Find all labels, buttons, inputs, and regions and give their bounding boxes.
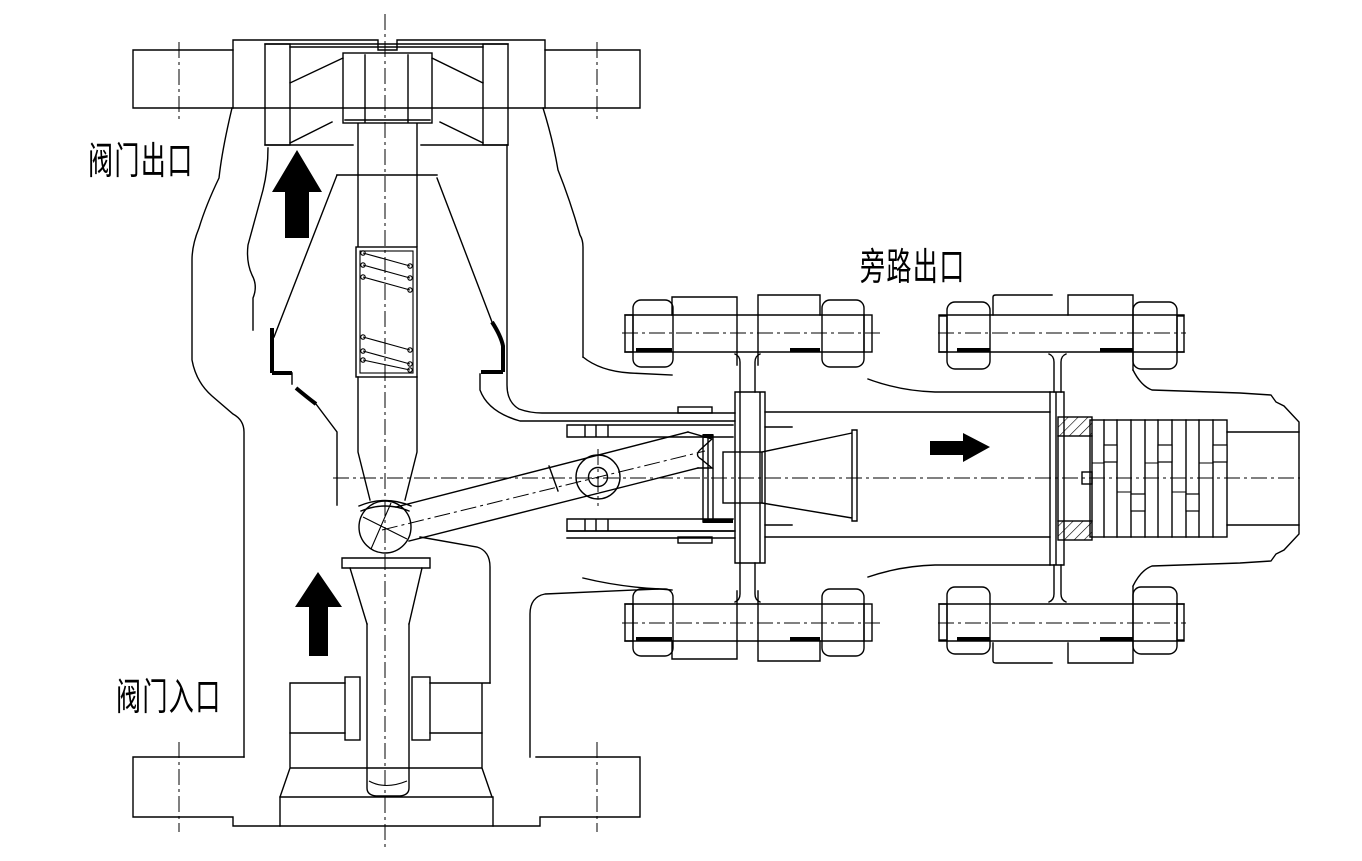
bolt-group-top-left bbox=[624, 294, 873, 368]
label-valve-outlet: 阀门出口 bbox=[88, 139, 194, 183]
flange-bolts bbox=[624, 294, 1185, 662]
label-bypass-outlet: 旁路出口 bbox=[860, 245, 966, 289]
throttle-disc-stack bbox=[1089, 419, 1228, 538]
bypass-outlet-housing bbox=[992, 294, 1300, 664]
bolt-group-bottom-left bbox=[624, 588, 873, 662]
bolt-group-bottom-right bbox=[938, 586, 1185, 655]
inlet-flow-arrow-icon bbox=[295, 572, 342, 656]
handwheel-assembly bbox=[132, 39, 641, 247]
gland-ring-top bbox=[1057, 416, 1093, 437]
bypass-pipe bbox=[764, 378, 1051, 578]
label-valve-inlet: 阀门入口 bbox=[116, 675, 222, 719]
bypass-flow-arrow-icon bbox=[930, 433, 990, 462]
flow-arrows bbox=[272, 150, 990, 656]
gland-ring-bottom bbox=[1057, 520, 1093, 541]
bypass-spool bbox=[702, 353, 858, 603]
bolt-group-top-right bbox=[938, 301, 1185, 370]
stem-spring bbox=[355, 246, 418, 378]
lever-ball-mechanism bbox=[341, 376, 734, 625]
inlet-assembly bbox=[132, 623, 641, 827]
outlet-flow-arrow-icon bbox=[272, 150, 322, 238]
valve-body bbox=[191, 107, 736, 758]
